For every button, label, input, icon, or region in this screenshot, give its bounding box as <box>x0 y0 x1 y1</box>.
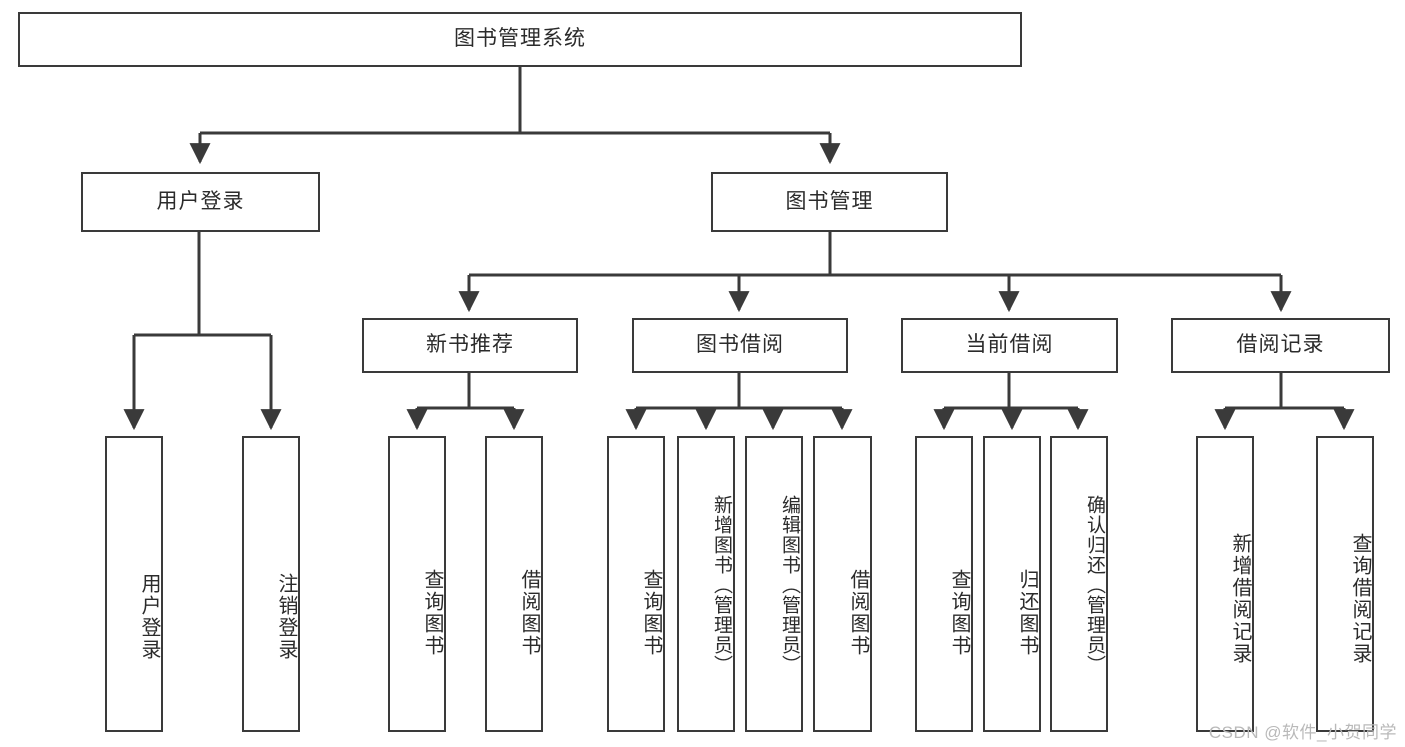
node-label: 编辑图书（管理员） <box>779 495 800 675</box>
node-book-management[interactable]: 图书管理 <box>711 172 948 232</box>
node-label: 借阅图书 <box>518 569 540 657</box>
leaf-user-login[interactable]: 用户登录 <box>105 436 163 732</box>
node-label: 查询图书 <box>948 569 970 657</box>
node-label: 确认归还（管理员） <box>1084 495 1105 675</box>
node-label: 查询图书 <box>640 569 662 657</box>
leaf-add-borrow-record[interactable]: 新增借阅记录 <box>1196 436 1254 732</box>
node-label: 用户登录 <box>156 189 245 213</box>
node-label: 当前借阅 <box>965 333 1054 357</box>
node-current-borrow[interactable]: 当前借阅 <box>901 318 1118 373</box>
node-new-book-recommend[interactable]: 新书推荐 <box>362 318 578 373</box>
leaf-query-book-borrow[interactable]: 查询图书 <box>607 436 665 732</box>
leaf-return-book[interactable]: 归还图书 <box>983 436 1041 732</box>
watermark: CSDN @软件_小贺同学 <box>1208 723 1397 742</box>
node-user-login[interactable]: 用户登录 <box>81 172 320 232</box>
node-label: 归还图书 <box>1016 569 1038 657</box>
node-label: 查询图书 <box>421 569 443 657</box>
leaf-add-book-admin[interactable]: 新增图书（管理员） <box>677 436 735 732</box>
node-label: 借阅记录 <box>1236 333 1325 357</box>
node-label: 图书管理系统 <box>454 27 586 51</box>
node-borrow-record[interactable]: 借阅记录 <box>1171 318 1390 373</box>
node-label: 新增借阅记录 <box>1229 533 1251 665</box>
leaf-borrow-book[interactable]: 借阅图书 <box>813 436 872 732</box>
node-label: 图书借阅 <box>696 333 784 357</box>
node-label: 注销登录 <box>275 573 297 661</box>
node-label: 图书管理 <box>785 189 874 213</box>
node-label: 查询借阅记录 <box>1349 533 1371 665</box>
leaf-confirm-return-admin[interactable]: 确认归还（管理员） <box>1050 436 1108 732</box>
leaf-query-borrow-record[interactable]: 查询借阅记录 <box>1316 436 1374 732</box>
leaf-query-book-current[interactable]: 查询图书 <box>915 436 973 732</box>
leaf-edit-book-admin[interactable]: 编辑图书（管理员） <box>745 436 803 732</box>
leaf-query-book-recommend[interactable]: 查询图书 <box>388 436 446 732</box>
node-label: 新书推荐 <box>426 333 514 357</box>
node-label: 新增图书（管理员） <box>711 495 732 675</box>
node-label: 借阅图书 <box>847 569 869 657</box>
leaf-borrow-book-recommend[interactable]: 借阅图书 <box>485 436 543 732</box>
node-book-borrow[interactable]: 图书借阅 <box>632 318 848 373</box>
node-label: 用户登录 <box>138 573 160 661</box>
leaf-logout[interactable]: 注销登录 <box>242 436 300 732</box>
node-root-system[interactable]: 图书管理系统 <box>18 12 1022 67</box>
